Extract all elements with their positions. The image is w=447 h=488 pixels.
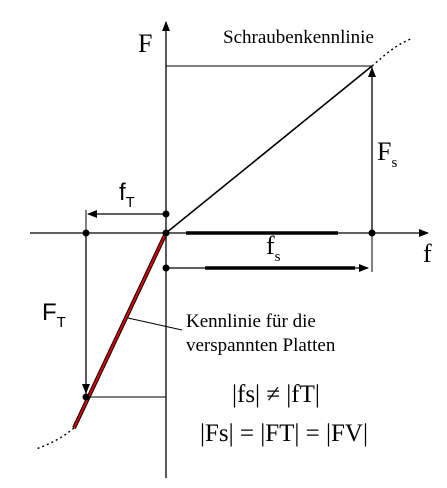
x-axis-label: f <box>423 239 432 268</box>
fs-arrow-start-dot <box>162 264 170 272</box>
ft-axis-dot <box>162 210 170 218</box>
screw-characteristic-dotted-end <box>371 37 414 67</box>
equation-1: |fs| ≠ |fT| <box>232 381 320 408</box>
plates-characteristic-line <box>73 232 167 429</box>
fs-end-dot <box>368 229 376 237</box>
screw-curve-label: Schraubenkennlinie <box>223 27 374 48</box>
ft-origin-dot <box>82 229 90 237</box>
plates-label-leader <box>127 317 183 331</box>
equation-2: |Fs| = |FT| = |FV| <box>200 420 368 447</box>
y-axis-label: F <box>138 29 152 58</box>
fs-deformation-label: fs <box>266 231 281 265</box>
plates-end-dot <box>82 393 90 401</box>
ft-force-label: FT <box>42 299 66 331</box>
screw-characteristic-line <box>165 65 373 234</box>
plates-curve-label-line1: Kennlinie für die <box>186 311 316 332</box>
ft-deformation-label: fT <box>119 179 135 211</box>
fs-force-label: Fs <box>377 137 397 171</box>
origin-dot <box>162 229 170 237</box>
plates-characteristic-dotted-end <box>35 427 75 450</box>
plates-curve-label-line2: verspannten Platten <box>186 335 336 356</box>
